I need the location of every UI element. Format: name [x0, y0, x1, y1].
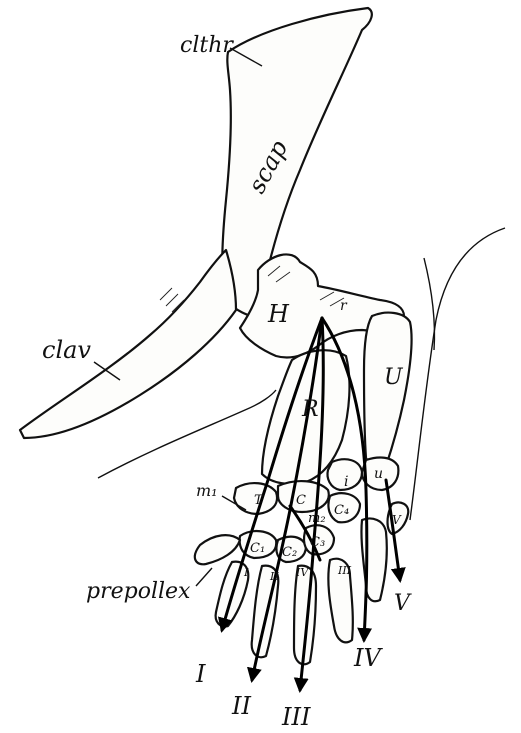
label-C4: C₄ [334, 503, 349, 518]
label-digit-IV: IV [353, 644, 383, 672]
prepollex-bone [195, 535, 240, 564]
label-small-IV: IV [295, 566, 309, 579]
label-C2: C₂ [282, 545, 297, 560]
label-T: T [254, 493, 264, 508]
label-H: H [267, 300, 290, 328]
label-small-V: V [392, 513, 402, 527]
label-clthr: clthr [180, 33, 234, 58]
ulna-bone [364, 313, 412, 468]
label-clav: clav [42, 336, 91, 364]
body-outline-right [410, 228, 505, 520]
label-u: u [374, 466, 383, 482]
label-digit-V: V [394, 591, 412, 616]
label-digit-I: I [195, 660, 206, 688]
label-small-II: II [269, 570, 279, 583]
label-m2: m₂ [308, 511, 326, 526]
label-C3: C₃ [310, 535, 325, 550]
label-small-I: I [243, 566, 249, 579]
label-C: C [296, 493, 306, 508]
label-C1: C₁ [250, 541, 265, 556]
label-digit-III: III [281, 703, 311, 729]
label-prepollex: prepollex [86, 579, 191, 604]
label-digit-II: II [231, 692, 251, 720]
label-U: U [384, 365, 404, 390]
label-m1: m₁ [196, 481, 218, 500]
label-R: R [301, 397, 319, 422]
label-small-III: III [337, 564, 352, 577]
label-i: i [344, 474, 348, 490]
